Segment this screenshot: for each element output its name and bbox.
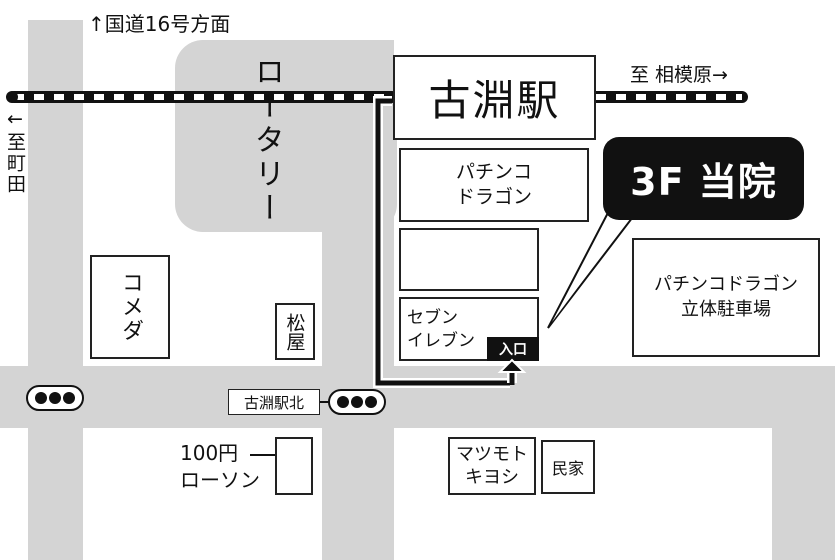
entrance-label: 入口: [499, 342, 527, 358]
road-vertical-left: [28, 20, 83, 560]
matsuya-building: 松屋: [275, 303, 315, 360]
signal-label-kobuchi-north: 古淵駅北: [228, 389, 320, 415]
traffic-signal-left: [26, 385, 84, 411]
direction-west: ←至町田: [4, 108, 26, 195]
empty-building: [399, 228, 539, 291]
clinic-callout: 3F 当院: [603, 137, 804, 220]
entrance-badge: 入口: [487, 337, 539, 361]
lawson-leader-line: [250, 454, 275, 456]
minka-label: 民家: [551, 459, 584, 478]
station-name: 古淵駅: [428, 76, 561, 125]
lawson-label: 100円 ローソン: [180, 441, 260, 492]
pachinko-parking-label: パチンコドラゴン 立体駐車場: [654, 274, 798, 320]
signal-label-text: 古淵駅北: [243, 393, 304, 412]
pachinko-dragon-building: パチンコ ドラゴン: [399, 148, 589, 222]
lawson-building: [275, 437, 313, 495]
clinic-label: 3F 当院: [630, 160, 777, 204]
direction-north: ↑国道16号方面: [88, 12, 231, 36]
direction-east: 至 相模原→: [630, 64, 728, 86]
matsuya-label: 松屋: [283, 312, 306, 351]
rotary-area: [175, 40, 397, 232]
matsumoto-kiyoshi-building: マツモト キヨシ: [448, 437, 536, 495]
komeda-building: コメダ: [90, 255, 170, 359]
pachinko-parking-building: パチンコドラゴン 立体駐車場: [632, 238, 820, 357]
road-vertical-right: [772, 425, 835, 560]
traffic-signal-kobuchi-north: [328, 389, 386, 415]
matsumoto-kiyoshi-label: マツモト キヨシ: [456, 443, 528, 488]
station-box: 古淵駅: [393, 55, 596, 140]
rotary-label: ロータリー: [249, 56, 284, 226]
seven-eleven-label: セブン イレブン: [407, 308, 475, 351]
komeda-label: コメダ: [118, 271, 143, 343]
road-horizontal-main: [0, 366, 835, 428]
pachinko-dragon-label: パチンコ ドラゴン: [455, 161, 532, 208]
minka-building: 民家: [541, 440, 595, 494]
signal-connector: [320, 401, 329, 403]
